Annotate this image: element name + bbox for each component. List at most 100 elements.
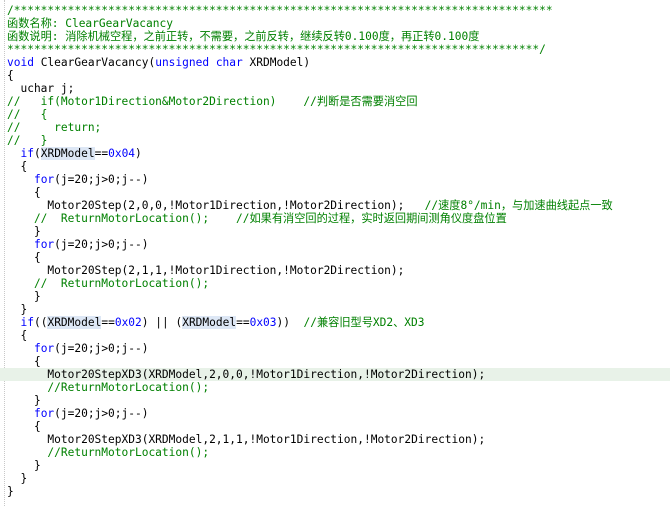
code-line-content: {: [7, 329, 27, 342]
code-line[interactable]: // {: [0, 108, 670, 121]
code-keyword: 0x04: [108, 147, 136, 160]
code-line[interactable]: {: [0, 355, 670, 368]
code-highlighted-identifier: XRDModel: [40, 147, 95, 160]
code-line-content: void ClearGearVacancy(unsigned char XRDM…: [7, 56, 310, 69]
code-line-content: Motor20Step(2,0,0,!Motor1Direction,!Moto…: [7, 199, 613, 212]
code-line[interactable]: Motor20Step(2,1,1,!Motor1Direction,!Moto…: [0, 264, 670, 277]
code-comment: //ReturnMotorLocation();: [7, 381, 210, 394]
code-comment: //速度8°/min，与加速曲线起点一致: [424, 199, 613, 212]
code-line[interactable]: {: [0, 69, 670, 82]
code-line[interactable]: {: [0, 160, 670, 173]
code-line[interactable]: for(j=20;j>0;j--): [0, 342, 670, 355]
code-line[interactable]: }: [0, 303, 670, 316]
code-comment: 函数说明: 消除机械空程，之前正转，不需要，之前反转，继续反转0.100度，再正…: [7, 30, 480, 43]
code-text: [7, 342, 34, 355]
code-keyword: for: [33, 173, 55, 186]
code-text: (j=20;j>0;j--): [54, 407, 149, 420]
code-line[interactable]: }: [0, 394, 670, 407]
code-line[interactable]: {: [0, 420, 670, 433]
code-line-current[interactable]: Motor20StepXD3(XRDModel,2,0,0,!Motor1Dir…: [0, 368, 670, 381]
code-line[interactable]: }: [0, 225, 670, 238]
code-line[interactable]: }: [0, 459, 670, 472]
code-text: ==: [101, 316, 115, 329]
code-line[interactable]: if((XRDModel==0x02) || (XRDModel==0x03))…: [0, 316, 670, 329]
code-text: }: [7, 485, 14, 498]
code-line[interactable]: 函数名称: ClearGearVacancy: [0, 17, 670, 30]
code-line[interactable]: if(XRDModel==0x04): [0, 147, 670, 160]
code-line[interactable]: 函数说明: 消除机械空程，之前正转，不需要，之前反转，继续反转0.100度，再正…: [0, 30, 670, 43]
code-line-content: 函数说明: 消除机械空程，之前正转，不需要，之前反转，继续反转0.100度，再正…: [7, 30, 479, 43]
code-line[interactable]: for(j=20;j>0;j--): [0, 173, 670, 186]
code-line-content: }: [7, 472, 27, 485]
code-comment: //ReturnMotorLocation();: [7, 446, 210, 459]
code-text: {: [7, 69, 14, 82]
code-text: (j=20;j>0;j--): [54, 238, 149, 251]
code-line-content: /***************************************…: [7, 4, 553, 17]
code-comment: 函数名称: ClearGearVacancy: [7, 17, 173, 30]
code-line-content: // ReturnMotorLocation();: [7, 277, 209, 290]
code-line[interactable]: {: [0, 251, 670, 264]
code-keyword: for: [33, 238, 55, 251]
code-text: Motor20Step(2,1,1,!Motor1Direction,!Moto…: [7, 264, 405, 277]
code-line-content: // if(Motor1Direction&Motor2Direction) /…: [7, 95, 418, 108]
code-line[interactable]: }: [0, 472, 670, 485]
code-line[interactable]: {: [0, 186, 670, 199]
code-line[interactable]: }: [0, 485, 670, 498]
code-line[interactable]: for(j=20;j>0;j--): [0, 407, 670, 420]
code-comment: // ReturnMotorLocation(); //如果有消空回的过程，实时…: [7, 212, 507, 225]
code-line-content: {: [7, 251, 41, 264]
code-text: (j=20;j>0;j--): [54, 342, 149, 355]
code-line[interactable]: uchar j;: [0, 82, 670, 95]
code-line-content: // ReturnMotorLocation(); //如果有消空回的过程，实时…: [7, 212, 507, 225]
code-line[interactable]: ****************************************…: [0, 43, 670, 56]
code-keyword: for: [33, 407, 55, 420]
code-text: )): [276, 316, 304, 329]
code-text: }: [7, 225, 41, 238]
code-text: [7, 316, 20, 329]
code-text: XRDModel): [242, 56, 311, 69]
code-line[interactable]: // if(Motor1Direction&Motor2Direction) /…: [0, 95, 670, 108]
code-keyword: if: [20, 316, 34, 329]
code-keyword: 0x03: [249, 316, 277, 329]
code-line[interactable]: // ReturnMotorLocation();: [0, 277, 670, 290]
code-text: ClearGearVacancy(: [33, 56, 156, 69]
code-line[interactable]: }: [0, 290, 670, 303]
code-line-content: {: [7, 186, 41, 199]
code-text: (: [33, 147, 41, 160]
code-line[interactable]: void ClearGearVacancy(unsigned char XRDM…: [0, 56, 670, 69]
code-text: (j=20;j>0;j--): [54, 173, 149, 186]
code-line-content: }: [7, 225, 41, 238]
code-text: Motor20StepXD3(XRDModel,2,1,1,!Motor1Dir…: [7, 433, 486, 446]
code-line-content: 函数名称: ClearGearVacancy: [7, 17, 173, 30]
code-comment: //兼容旧型号XD2、XD3: [303, 316, 425, 329]
code-line[interactable]: //ReturnMotorLocation();: [0, 381, 670, 394]
code-line[interactable]: {: [0, 329, 670, 342]
code-text: ) || (: [141, 316, 183, 329]
code-text: {: [7, 355, 41, 368]
code-line-content: if((XRDModel==0x02) || (XRDModel==0x03))…: [7, 316, 425, 329]
code-line[interactable]: // return;: [0, 121, 670, 134]
code-line[interactable]: //ReturnMotorLocation();: [0, 446, 670, 459]
code-line[interactable]: /***************************************…: [0, 4, 670, 17]
code-line-content: }: [7, 290, 41, 303]
code-text: ): [135, 147, 142, 160]
code-line-content: {: [7, 355, 41, 368]
code-line[interactable]: Motor20Step(2,0,0,!Motor1Direction,!Moto…: [0, 199, 670, 212]
code-line[interactable]: Motor20StepXD3(XRDModel,2,1,1,!Motor1Dir…: [0, 433, 670, 446]
code-line-content: // return;: [7, 121, 101, 134]
code-line[interactable]: // }: [0, 134, 670, 147]
code-keyword: if: [20, 147, 34, 160]
code-comment: ****************************************…: [7, 43, 546, 56]
code-text: {: [7, 420, 41, 433]
code-text: }: [7, 394, 41, 407]
code-text: ==: [94, 147, 109, 160]
code-line-content: {: [7, 160, 27, 173]
code-line[interactable]: for(j=20;j>0;j--): [0, 238, 670, 251]
code-comment: // if(Motor1Direction&Motor2Direction) /…: [7, 95, 418, 108]
code-text: [7, 238, 34, 251]
code-line[interactable]: // ReturnMotorLocation(); //如果有消空回的过程，实时…: [0, 212, 670, 225]
code-comment: // }: [7, 134, 48, 147]
code-line-content: }: [7, 394, 41, 407]
code-line-content: Motor20Step(2,1,1,!Motor1Direction,!Moto…: [7, 264, 404, 277]
